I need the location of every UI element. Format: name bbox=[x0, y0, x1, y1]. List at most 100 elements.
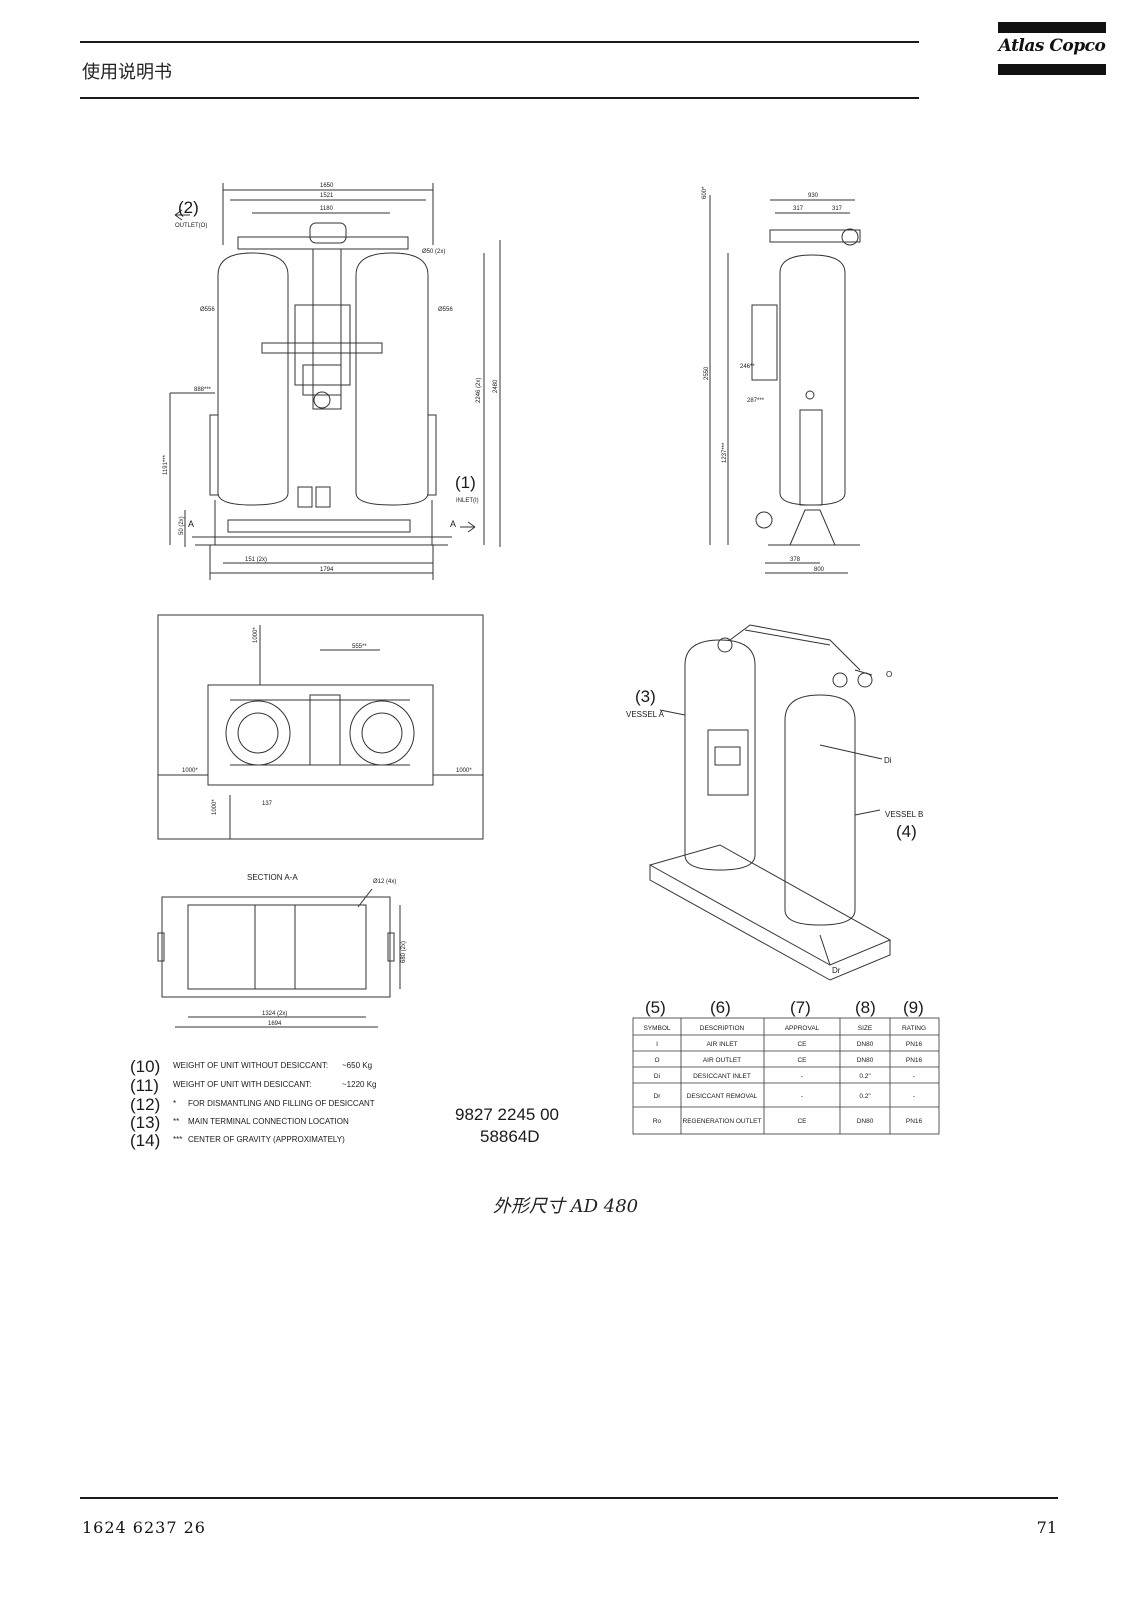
table-cell: DESICCANT INLET bbox=[693, 1073, 751, 1080]
note-number: (13) bbox=[130, 1113, 160, 1132]
top-dim-1: 1000* bbox=[253, 627, 259, 643]
note-value: ~1220 Kg bbox=[342, 1080, 376, 1089]
note-number: (12) bbox=[130, 1095, 160, 1114]
note-number: (10) bbox=[130, 1057, 160, 1076]
section-dim-2: 680 (2x) bbox=[401, 941, 407, 963]
top-dim-6: 137 bbox=[262, 801, 273, 807]
notes: (10) WEIGHT OF UNIT WITHOUT DESICCANT: ~… bbox=[130, 1057, 376, 1150]
front-dim-9: 888*** bbox=[194, 387, 212, 393]
header-bottom-rule bbox=[80, 97, 919, 99]
brand-logo-text: Atlas Copco bbox=[998, 36, 1106, 56]
brand-logo: Atlas Copco bbox=[998, 22, 1106, 76]
side-dim-9: 378 bbox=[790, 557, 801, 563]
table-col-number: (8) bbox=[855, 998, 876, 1017]
top-view bbox=[157, 614, 484, 840]
table-cell: 0.2" bbox=[859, 1073, 871, 1080]
drawing-number: 9827 2245 00 bbox=[455, 1105, 559, 1124]
side-view bbox=[709, 195, 861, 574]
table-cell: CE bbox=[797, 1057, 807, 1064]
connection-table: (5) (6) (7) (8) (9) SYMBOL DESCRIPTION A… bbox=[632, 998, 940, 1135]
table-header: RATING bbox=[902, 1025, 926, 1032]
table-cell: CE bbox=[797, 1118, 807, 1125]
section-dim-1: Ø12 (4x) bbox=[373, 879, 396, 885]
side-dim-7: 287*** bbox=[747, 398, 765, 404]
iso-label-o: O bbox=[886, 670, 892, 679]
front-dim-13: 1794 bbox=[320, 567, 334, 573]
table-header: DESCRIPTION bbox=[700, 1025, 745, 1032]
side-dim-1: 600* bbox=[702, 186, 708, 199]
table-cell: Di bbox=[654, 1073, 660, 1080]
front-dim-1: 1650 bbox=[320, 183, 334, 189]
vessel-a-number: (3) bbox=[635, 687, 656, 706]
table-cell: - bbox=[913, 1093, 915, 1100]
table-cell: DN80 bbox=[857, 1118, 874, 1125]
note-number: (14) bbox=[130, 1131, 160, 1150]
side-dim-3: 317 bbox=[793, 206, 804, 212]
note-text: MAIN TERMINAL CONNECTION LOCATION bbox=[188, 1117, 349, 1126]
vessel-b-label: VESSEL B bbox=[885, 810, 923, 819]
front-dim-7: 2246 (2x) bbox=[476, 378, 482, 403]
top-dim-5: 1000* bbox=[212, 799, 218, 815]
side-dim-6: 246** bbox=[740, 364, 755, 370]
front-dim-5: Ø556 bbox=[200, 307, 215, 313]
table-col-number: (9) bbox=[903, 998, 924, 1017]
isometric-view bbox=[648, 624, 892, 981]
note-mark: *** bbox=[173, 1135, 182, 1144]
drawing-code: 58864D bbox=[480, 1127, 540, 1146]
table-cell: 0.2" bbox=[859, 1093, 871, 1100]
front-dim-6: Ø556 bbox=[438, 307, 453, 313]
table-cell: DESICCANT REMOVAL bbox=[687, 1093, 758, 1100]
front-dim-10: 1191*** bbox=[163, 454, 169, 475]
footer-rule bbox=[80, 1497, 1058, 1499]
side-dim-10: 800 bbox=[814, 567, 825, 573]
note-mark: * bbox=[173, 1099, 176, 1108]
front-dim-11: 50 (2x) bbox=[179, 516, 185, 535]
table-cell: PN16 bbox=[906, 1118, 923, 1125]
header-title: 使用说明书 bbox=[82, 62, 172, 83]
front-dim-12: 151 (2x) bbox=[245, 557, 267, 563]
iso-label-di: Di bbox=[884, 756, 892, 765]
inlet-label: INLET(I) bbox=[456, 498, 479, 504]
outlet-number: (2) bbox=[178, 198, 199, 217]
note-text: WEIGHT OF UNIT WITHOUT DESICCANT: bbox=[173, 1061, 328, 1070]
note-text: FOR DISMANTLING AND FILLING OF DESICCANT bbox=[188, 1099, 375, 1108]
table-header: SYMBOL bbox=[643, 1025, 670, 1032]
table-cell: Ro bbox=[653, 1118, 662, 1125]
table-cell: REGENERATION OUTLET bbox=[683, 1118, 762, 1125]
section-mark-right: A bbox=[450, 519, 456, 529]
side-dim-5: 2550 bbox=[704, 366, 710, 380]
front-view bbox=[169, 183, 501, 580]
table-col-number: (5) bbox=[645, 998, 666, 1017]
section-title: SECTION A-A bbox=[247, 873, 298, 882]
header-top-rule bbox=[80, 41, 919, 43]
table-cell: CE bbox=[797, 1041, 807, 1048]
document-number: 1624 6237 26 bbox=[82, 1518, 206, 1537]
side-dim-2: 930 bbox=[808, 193, 819, 199]
section-dim-4: 1694 bbox=[268, 1021, 282, 1027]
table-cell: PN16 bbox=[906, 1057, 923, 1064]
table-cell: I bbox=[656, 1041, 658, 1048]
table-cell: O bbox=[654, 1057, 659, 1064]
table-cell: DN80 bbox=[857, 1041, 874, 1048]
front-dim-8: 2480 bbox=[493, 379, 499, 393]
outlet-label: OUTLET(O) bbox=[175, 223, 207, 229]
front-dim-2: 1521 bbox=[320, 193, 334, 199]
table-cell: AIR INLET bbox=[706, 1041, 737, 1048]
table-cell: - bbox=[913, 1073, 915, 1080]
front-dim-4: Ø50 (2x) bbox=[422, 249, 445, 255]
top-dim-2: 555** bbox=[352, 644, 367, 650]
top-dim-3: 1000* bbox=[182, 768, 198, 774]
page-number: 71 bbox=[1036, 1518, 1057, 1537]
table-cell: - bbox=[801, 1093, 803, 1100]
note-value: ~650 Kg bbox=[342, 1061, 372, 1070]
section-a-a bbox=[157, 888, 401, 1028]
table-cell: AIR OUTLET bbox=[703, 1057, 741, 1064]
note-text: CENTER OF GRAVITY (APPROXIMATELY) bbox=[188, 1135, 345, 1144]
note-number: (11) bbox=[130, 1076, 159, 1095]
front-dim-3: 1180 bbox=[320, 206, 334, 212]
table-header: SIZE bbox=[858, 1025, 873, 1032]
table-cell: DN80 bbox=[857, 1057, 874, 1064]
dimension-drawing: (2) OUTLET(O) (1) INLET(I) 1650 1521 118… bbox=[130, 183, 940, 1150]
side-dim-8: 1237*** bbox=[722, 442, 728, 463]
inlet-number: (1) bbox=[455, 473, 476, 492]
